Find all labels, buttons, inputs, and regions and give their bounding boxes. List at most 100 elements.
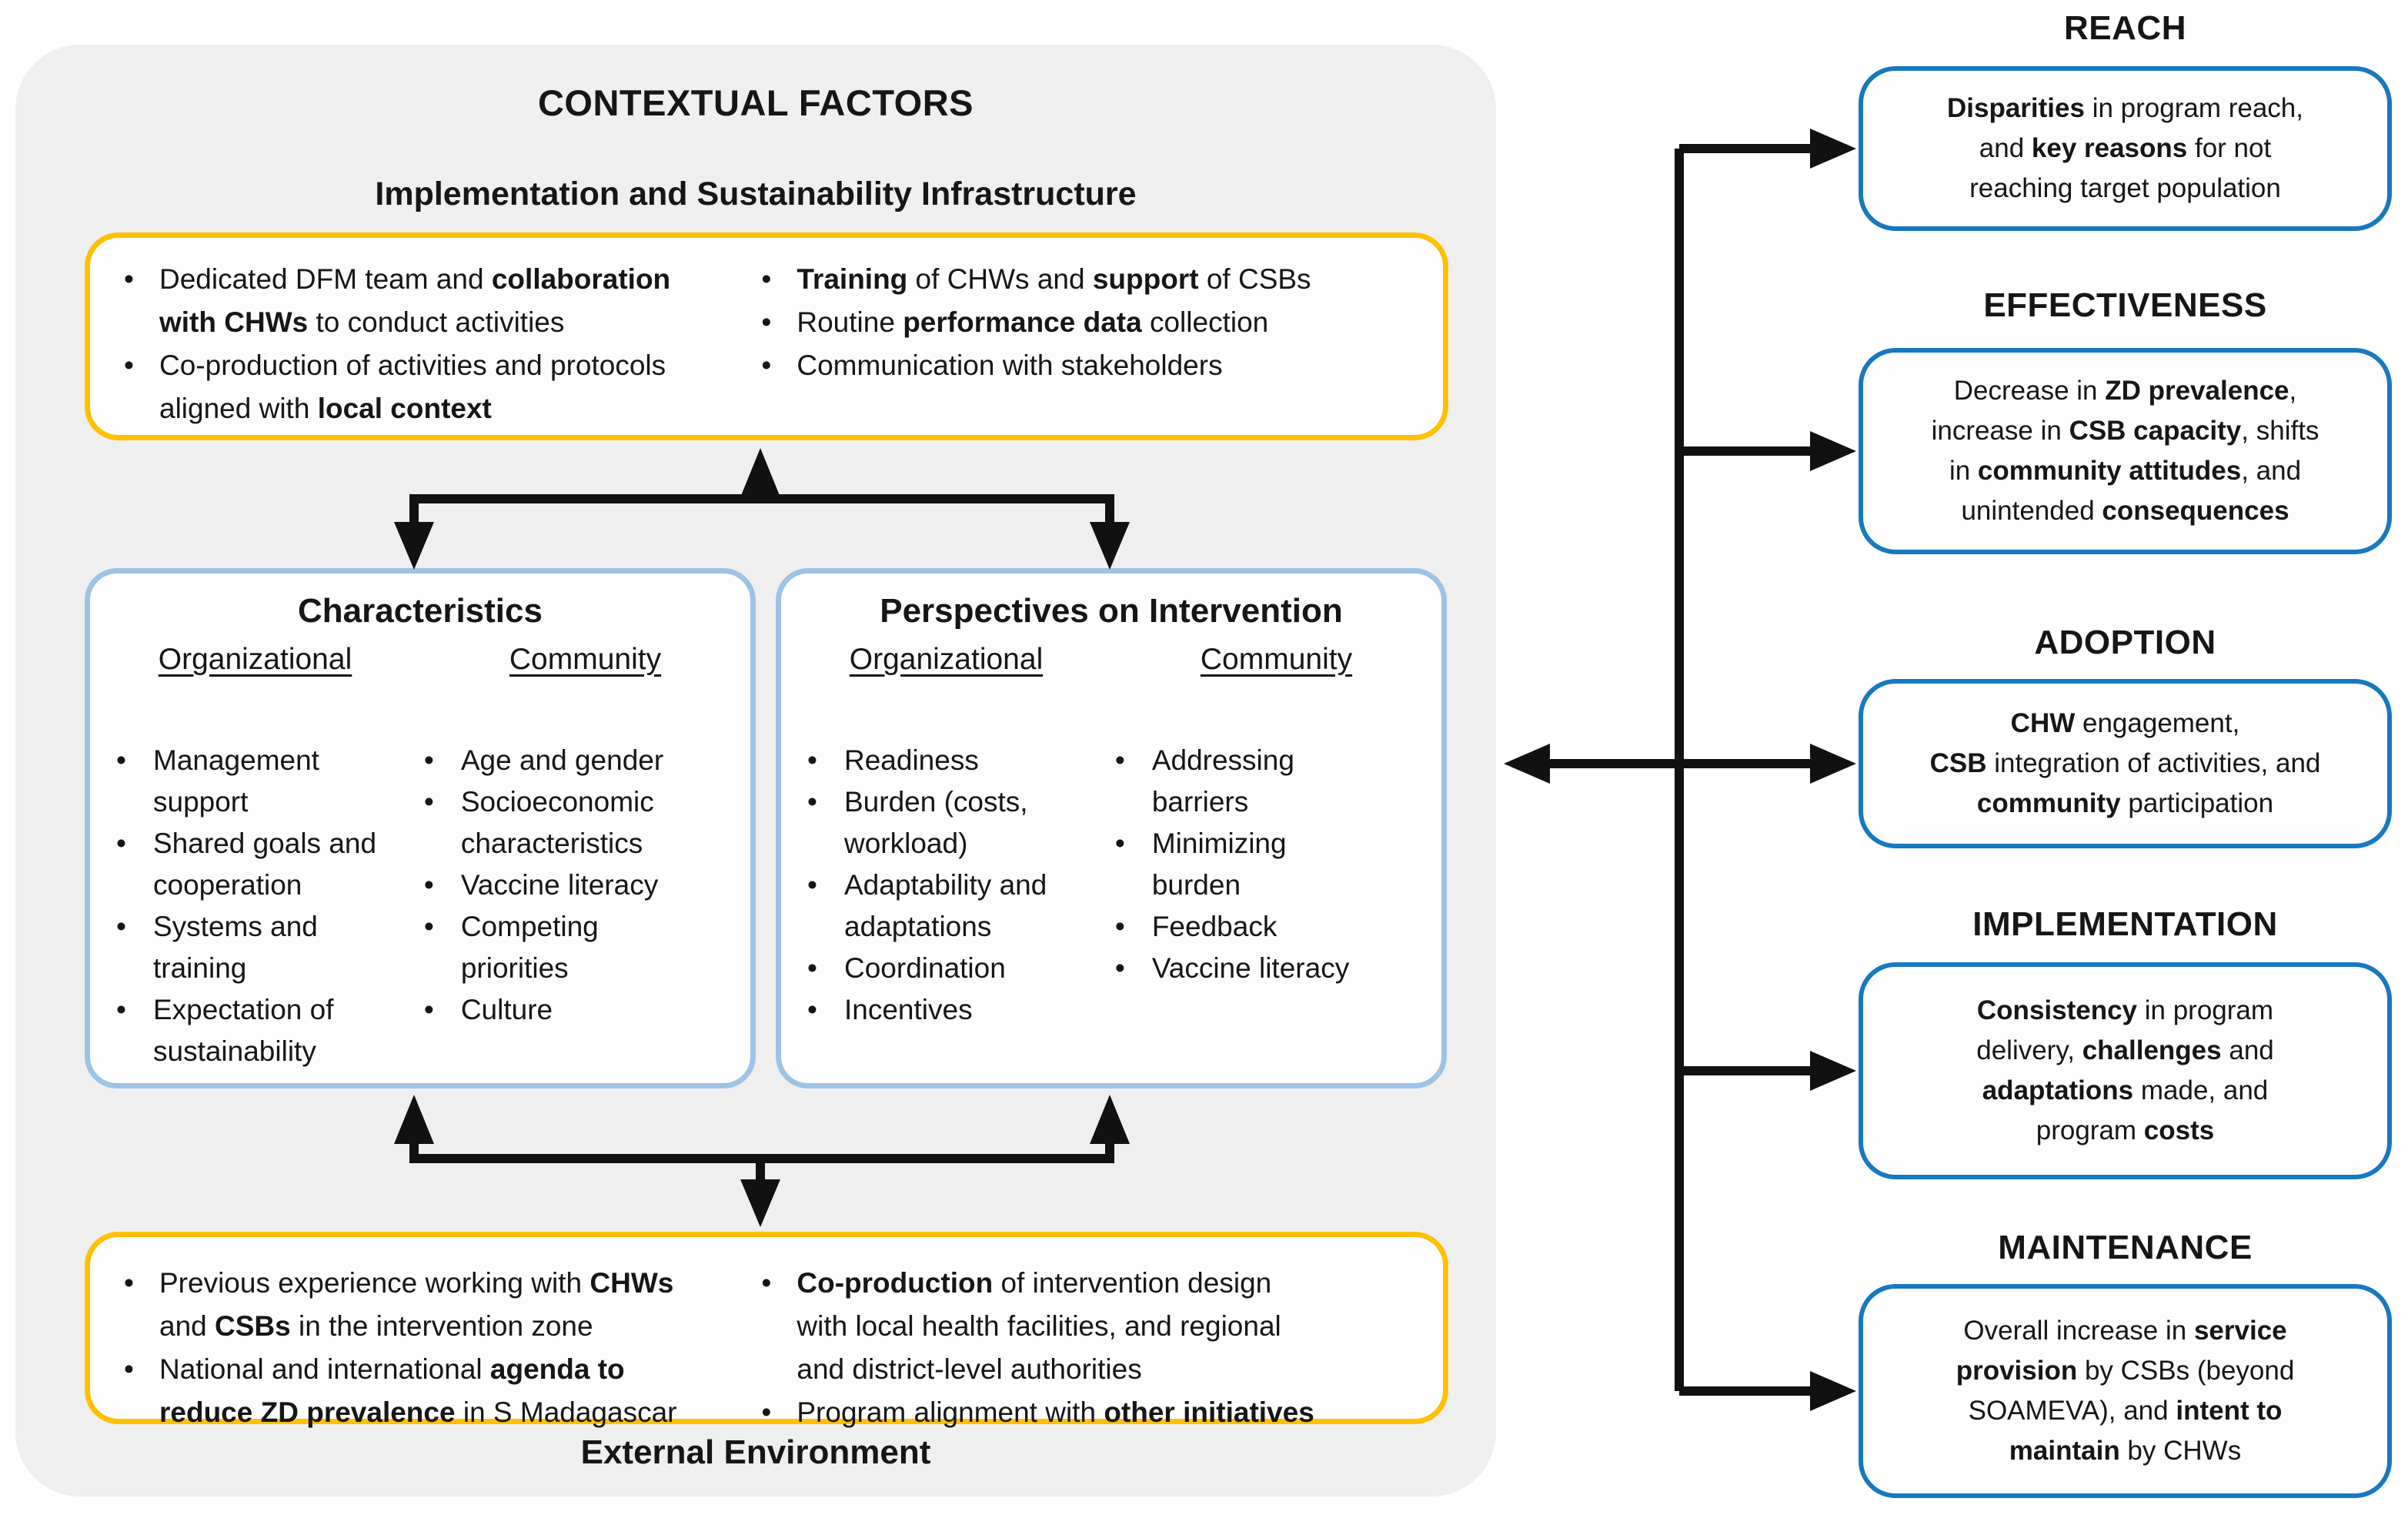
maintenance-heading: MAINTENANCE	[1998, 1229, 2253, 1266]
perspectives-subheadings: Organizational Community	[781, 643, 1441, 677]
infrastructure-heading: Implementation and Sustainability Infras…	[375, 176, 1137, 212]
arrowhead-right-icon	[1810, 129, 1856, 169]
bullet-text: Burden (costs,workload)	[844, 786, 1028, 859]
arrowhead-right-icon	[1810, 1371, 1856, 1411]
infrastructure-col2: Training of CHWs and support of CSBs Rou…	[750, 258, 1428, 430]
bullet-item: Previous experience working with CHWsand…	[113, 1262, 750, 1348]
arrowhead-left-icon	[1504, 744, 1550, 784]
perspectives-box: Perspectives on Intervention Organizatio…	[776, 568, 1447, 1089]
effectiveness-heading: EFFECTIVENESS	[1983, 286, 2267, 324]
bullet-text: Age and gender	[460, 744, 664, 776]
bullet-text: Co-production of activities and protocol…	[159, 349, 666, 424]
bullet-item: Co-production of intervention designwith…	[750, 1262, 1428, 1391]
perspectives-columns: Readiness Burden (costs,workload) Adapta…	[781, 740, 1441, 1031]
arrowhead-right-icon	[1810, 1051, 1856, 1091]
bullet-item: Readiness	[801, 740, 1109, 781]
bullet-text: Vaccine literacy	[460, 869, 659, 901]
bullet-item: Routine performance data collection	[750, 301, 1428, 344]
bullet-item: Co-production of activities and protocol…	[113, 344, 750, 430]
bullet-text: Routine performance data collection	[797, 306, 1269, 338]
adoption-text: CHW engagement,CSB integration of activi…	[1929, 708, 2321, 818]
bullet-item: Program alignment with other initiatives	[750, 1391, 1428, 1434]
bullet-text: Program alignment with other initiatives	[797, 1396, 1314, 1428]
characteristics-community-list: Age and gender Socioeconomiccharacterist…	[418, 740, 738, 1072]
infrastructure-col1: Dedicated DFM team and collaborationwith…	[113, 258, 750, 430]
perspectives-title: Perspectives on Intervention	[880, 592, 1343, 630]
bullet-item: Vaccine literacy	[1109, 948, 1429, 989]
external-columns: Previous experience working with CHWsand…	[113, 1262, 1428, 1434]
bullet-text: Culture	[460, 994, 553, 1025]
bullet-text: Feedback	[1151, 911, 1277, 942]
bullet-item: Dedicated DFM team and collaborationwith…	[113, 258, 750, 344]
arrowhead-right-icon	[1810, 431, 1856, 471]
reach-box: Disparities in program reach,and key rea…	[1859, 66, 2392, 231]
bullet-text: Vaccine literacy	[1151, 952, 1350, 984]
bullet-item: Culture	[418, 989, 738, 1031]
community-label: Community	[1200, 643, 1353, 676]
bullet-item: Burden (costs,workload)	[801, 781, 1109, 865]
bullet-text: Incentives	[844, 994, 973, 1025]
implementation-heading: IMPLEMENTATION	[1972, 905, 2278, 943]
adoption-heading: ADOPTION	[2034, 624, 2216, 661]
bullet-item: Vaccine literacy	[418, 865, 738, 906]
organizational-label: Organizational	[849, 643, 1044, 676]
bullet-item: Training of CHWs and support of CSBs	[750, 258, 1428, 301]
bullet-text: National and international agenda toredu…	[159, 1353, 677, 1428]
bullet-text: Training of CHWs and support of CSBs	[797, 263, 1311, 295]
bullet-item: Incentives	[801, 989, 1109, 1031]
characteristics-title: Characteristics	[298, 592, 543, 630]
reach-heading: REACH	[2064, 9, 2186, 47]
external-environment-label: External Environment	[580, 1433, 931, 1471]
bullet-item: Feedback	[1109, 906, 1429, 948]
bullet-text: Communication with stakeholders	[797, 349, 1223, 381]
reach-text: Disparities in program reach,and key rea…	[1947, 93, 2303, 203]
bullet-text: Co-production of intervention designwith…	[797, 1267, 1281, 1385]
infrastructure-columns: Dedicated DFM team and collaborationwith…	[113, 258, 1428, 430]
bullet-item: Communication with stakeholders	[750, 344, 1428, 387]
arrowhead-right-icon	[1810, 744, 1856, 784]
characteristics-subheadings: Organizational Community	[90, 643, 750, 677]
perspectives-organizational-list: Readiness Burden (costs,workload) Adapta…	[801, 740, 1109, 1031]
bullet-text: Previous experience working with CHWsand…	[159, 1267, 674, 1342]
bullet-item: Coordination	[801, 948, 1109, 989]
bullet-item: Age and gender	[418, 740, 738, 781]
adoption-box: CHW engagement,CSB integration of activi…	[1859, 679, 2392, 848]
external-col2: Co-production of intervention designwith…	[750, 1262, 1428, 1434]
effectiveness-text: Decrease in ZD prevalence,increase in CS…	[1931, 376, 2319, 526]
infrastructure-box: Dedicated DFM team and collaborationwith…	[85, 232, 1448, 440]
external-environment-box: Previous experience working with CHWsand…	[85, 1232, 1448, 1428]
community-label: Community	[509, 643, 662, 676]
contextual-factors-title: CONTEXTUAL FACTORS	[537, 82, 974, 123]
bullet-text: Coordination	[844, 952, 1006, 984]
bullet-text: Readiness	[844, 744, 979, 776]
bullet-text: Dedicated DFM team and collaborationwith…	[159, 263, 671, 338]
effectiveness-box: Decrease in ZD prevalence,increase in CS…	[1859, 348, 2392, 554]
characteristics-box: Characteristics Organizational Community…	[85, 568, 756, 1089]
outcomes-connector	[1504, 129, 1856, 1411]
